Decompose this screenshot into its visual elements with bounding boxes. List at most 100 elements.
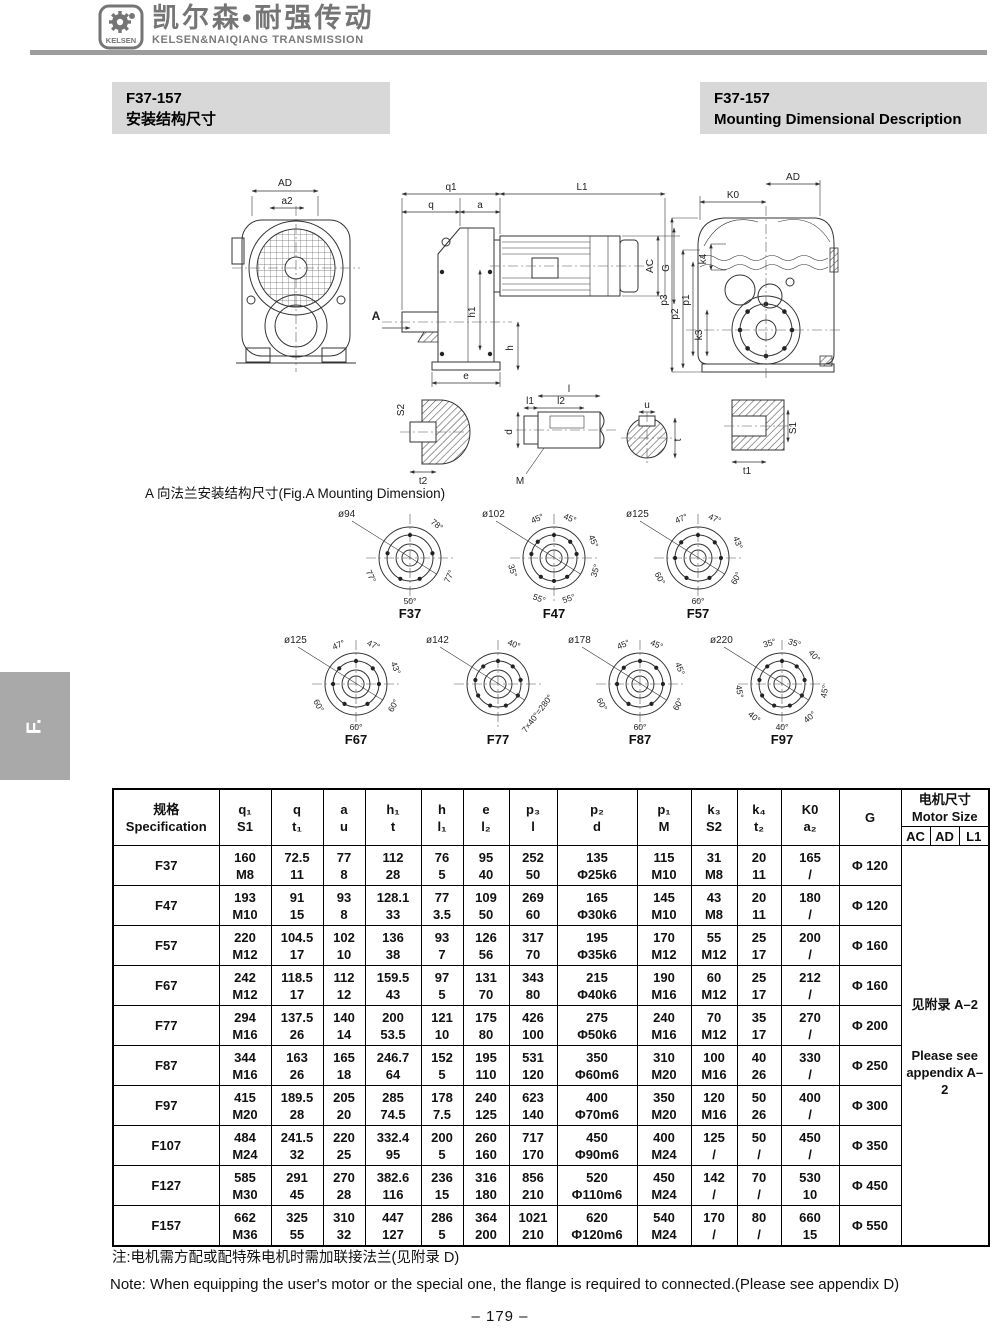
section-title-en: Mounting Dimensional Description bbox=[714, 111, 962, 128]
section-title-cn: 安装结构尺寸 bbox=[126, 111, 217, 128]
flange-angle-label: 60° bbox=[692, 596, 705, 606]
dim-label-p2: p2 bbox=[670, 308, 681, 320]
flange-diameter-label: ø125 bbox=[626, 509, 649, 520]
side-view-drawing: q1 L1 q a AC G h1 h e A bbox=[372, 182, 680, 387]
logo-wordmark: KELSEN bbox=[106, 36, 136, 45]
dim-label-s1: S1 bbox=[788, 421, 799, 434]
title-box-right: F37-157 Mounting Dimensional Description bbox=[700, 82, 987, 134]
brand-header: KELSEN 凯尔森•耐强传动 KELSEN&NAIQIANG TRANSMIS… bbox=[98, 4, 374, 50]
flange-angle-label: 45° bbox=[818, 684, 830, 698]
flange-angle-label: 45° bbox=[529, 511, 545, 525]
flange-diameter-label: ø94 bbox=[338, 509, 356, 520]
dim-label-k3: k3 bbox=[694, 329, 705, 340]
flange-name: F57 bbox=[687, 606, 709, 621]
dim-label-p3: p3 bbox=[659, 294, 670, 306]
dim-label-g: G bbox=[661, 264, 672, 272]
dim-label-s2: S2 bbox=[396, 403, 407, 416]
dim-label-ad-front: AD bbox=[278, 178, 292, 189]
flange-angle-label: 45° bbox=[615, 637, 631, 651]
dim-label-l: l bbox=[568, 384, 570, 395]
flange-name: F77 bbox=[487, 732, 509, 747]
view-arrow-a: A bbox=[372, 309, 381, 323]
flange-angle-label: 45° bbox=[586, 533, 600, 549]
header-rule bbox=[30, 50, 987, 55]
flange-diameter-label: ø178 bbox=[568, 635, 591, 646]
flange-angle-label: 77° bbox=[442, 568, 456, 584]
flange-angle-label: 60° bbox=[671, 696, 686, 712]
flange-angle-label: 47° bbox=[707, 511, 723, 525]
row-spec: F87 bbox=[112, 1045, 220, 1086]
dim-label-a: a bbox=[477, 200, 483, 211]
model-range-right: F37-157 bbox=[714, 90, 770, 107]
flange-angle-label: 60° bbox=[595, 696, 610, 712]
cell-g: Φ 120 bbox=[838, 885, 902, 926]
cell: 212/ bbox=[780, 965, 840, 1006]
brand-title-cn: 凯尔森•耐强传动 bbox=[152, 3, 375, 33]
flange-name: F97 bbox=[771, 732, 793, 747]
col-header-motor-ac: AC bbox=[900, 826, 931, 846]
dim-label-e: e bbox=[463, 371, 469, 382]
flange-name: F47 bbox=[543, 606, 565, 621]
flange-angle-label: 40° bbox=[806, 648, 822, 664]
flange-angle-label: 47° bbox=[331, 638, 347, 652]
dim-label-q: q bbox=[428, 200, 434, 211]
flange-angle-label: 45° bbox=[734, 684, 746, 698]
flange-name: F87 bbox=[629, 732, 651, 747]
flange-diameter-label: ø102 bbox=[482, 509, 505, 520]
cell-g: Φ 160 bbox=[838, 925, 902, 966]
flange-angle-label: 35° bbox=[506, 563, 519, 578]
cell: 70/ bbox=[736, 1165, 782, 1206]
dim-label-h1: h1 bbox=[467, 306, 478, 318]
